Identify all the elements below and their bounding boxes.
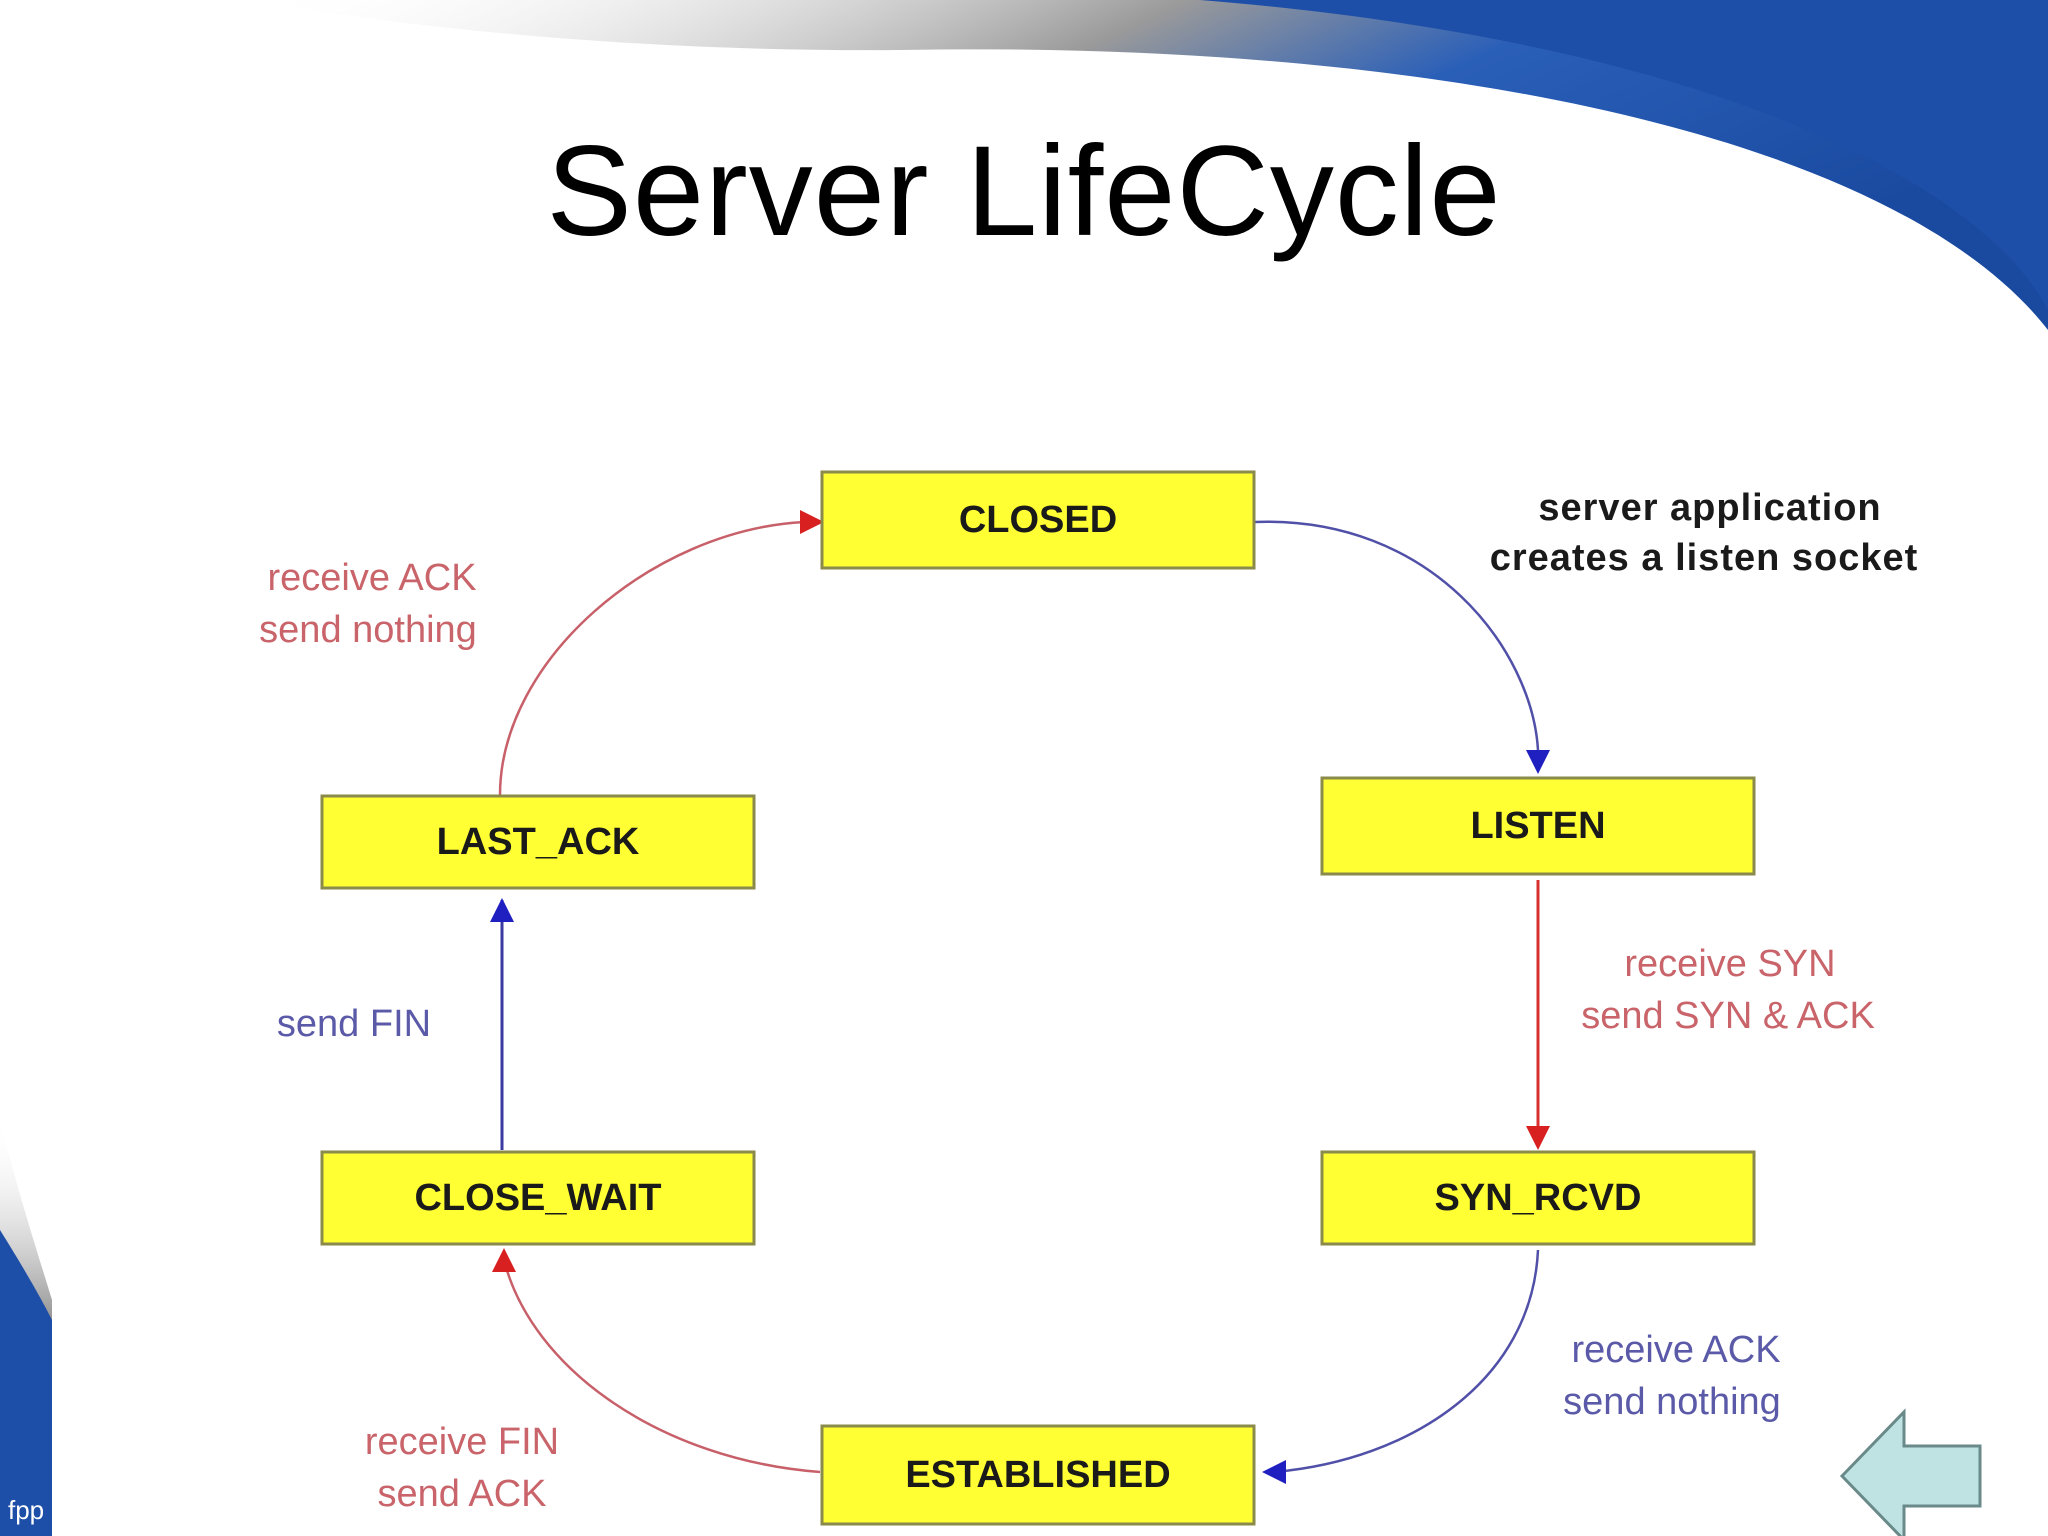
state-closed: CLOSED — [820, 470, 1256, 570]
label-last-ack-closed-2: send nothing — [259, 609, 477, 651]
arrowhead-listen — [1526, 750, 1550, 774]
state-syn-rcvd-label: SYN_RCVD — [1435, 1177, 1642, 1219]
label-syn-rcvd-established-1: receive ACK — [1571, 1329, 1780, 1371]
state-last-ack: LAST_ACK — [320, 794, 756, 890]
label-listen-syn-rcvd-1: receive SYN — [1624, 943, 1835, 985]
arrowhead-last-ack — [490, 898, 514, 922]
slide-title: Server LifeCycle — [546, 120, 1502, 263]
arrowhead-close-wait — [492, 1248, 516, 1272]
state-diagram-panel: CLOSED LISTEN SYN_RCVD ESTABLISHED CLOSE… — [52, 460, 2048, 1536]
state-closed-label: CLOSED — [959, 499, 1117, 541]
arrowhead-syn-rcvd — [1526, 1126, 1550, 1150]
state-close-wait-label: CLOSE_WAIT — [414, 1177, 661, 1219]
state-listen-label: LISTEN — [1470, 805, 1605, 847]
arrowhead-closed — [800, 510, 824, 534]
label-close-wait-last-ack: send FIN — [277, 1003, 431, 1045]
label-established-close-wait-2: send ACK — [378, 1473, 547, 1515]
state-listen: LISTEN — [1320, 776, 1756, 876]
edge-last-ack-to-closed — [498, 520, 805, 796]
edge-established-to-close-wait — [502, 1259, 821, 1474]
state-close-wait: CLOSE_WAIT — [320, 1150, 756, 1246]
edge-closed-to-listen — [1253, 520, 1540, 751]
label-last-ack-closed-1: receive ACK — [267, 557, 476, 599]
left-arrow-icon[interactable] — [1839, 1408, 1982, 1536]
edge-syn-rcvd-to-established — [1273, 1249, 1540, 1474]
state-syn-rcvd: SYN_RCVD — [1320, 1150, 1756, 1246]
label-established-close-wait-1: receive FIN — [365, 1421, 559, 1463]
label-listen-syn-rcvd-2: send SYN & ACK — [1581, 995, 1875, 1037]
note-line-1: server application — [1538, 487, 1881, 529]
note-line-2: creates a listen socket — [1490, 537, 1919, 579]
label-syn-rcvd-established-2: send nothing — [1563, 1381, 1781, 1423]
arrowhead-established — [1262, 1460, 1286, 1484]
state-established: ESTABLISHED — [820, 1424, 1256, 1526]
footer-text: fpp — [8, 1495, 45, 1525]
state-last-ack-label: LAST_ACK — [437, 821, 640, 863]
state-established-label: ESTABLISHED — [905, 1454, 1170, 1496]
state-diagram: CLOSED LISTEN SYN_RCVD ESTABLISHED CLOSE… — [259, 470, 1982, 1536]
